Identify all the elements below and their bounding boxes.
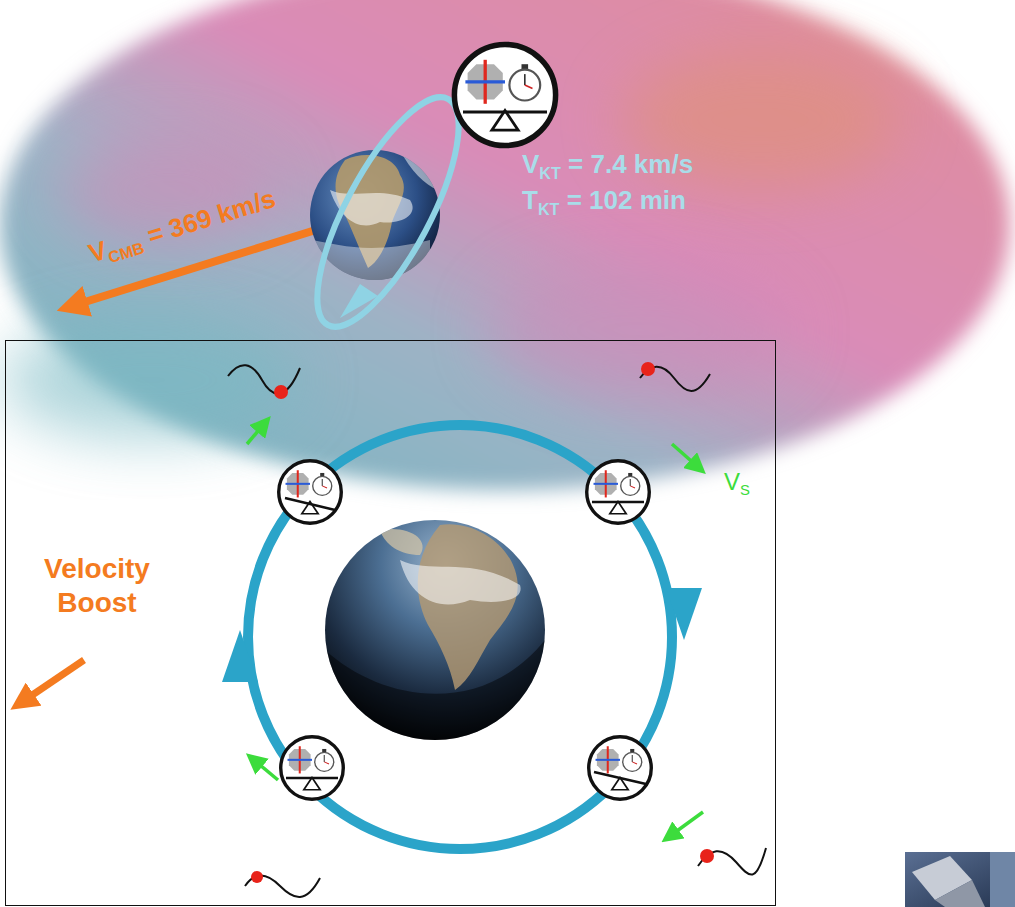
velocity-boost-label: Velocity Boost [22, 552, 172, 619]
test-mass-clock-icon [279, 461, 342, 524]
signal-waves [228, 362, 766, 897]
orbit-period-label: TKT = 102 min [522, 186, 686, 218]
label-text: Velocity Boost [22, 552, 172, 619]
test-mass-clock-icon [281, 737, 344, 800]
label-text: V [724, 468, 740, 495]
label-text: = 7.4 km/s [568, 149, 693, 179]
orbit-lower [222, 425, 702, 849]
satellite-thumbnail [905, 852, 1015, 907]
label-text: T [522, 185, 538, 215]
subscript-text: S [740, 482, 750, 498]
cmb-sky-map [0, 0, 1010, 490]
label-text: = 102 min [567, 185, 686, 215]
label-text: V [522, 149, 539, 179]
satellite-velocity-arrows [247, 424, 703, 836]
test-mass-clock-icon [587, 461, 650, 524]
frame [6, 341, 776, 906]
test-mass-clock-icon [454, 44, 555, 145]
subscript-text: KT [538, 200, 559, 218]
cmb-velocity-label: VCMB= 369 km/s [85, 184, 280, 271]
satellite-velocity-label: VS [724, 468, 750, 499]
earth-lower [325, 520, 545, 745]
orbit-velocity-label: VKT = 7.4 km/s [522, 150, 693, 182]
orbit-top [291, 79, 485, 344]
test-mass-clock-icon [589, 737, 652, 800]
cmb-velocity-arrow [72, 228, 322, 306]
subscript-text: KT [539, 164, 560, 182]
subscript-text: CMB [106, 238, 146, 266]
velocity-boost-arrow [22, 660, 84, 702]
label-text: = 369 km/s [144, 183, 279, 250]
earth-top [310, 150, 440, 290]
